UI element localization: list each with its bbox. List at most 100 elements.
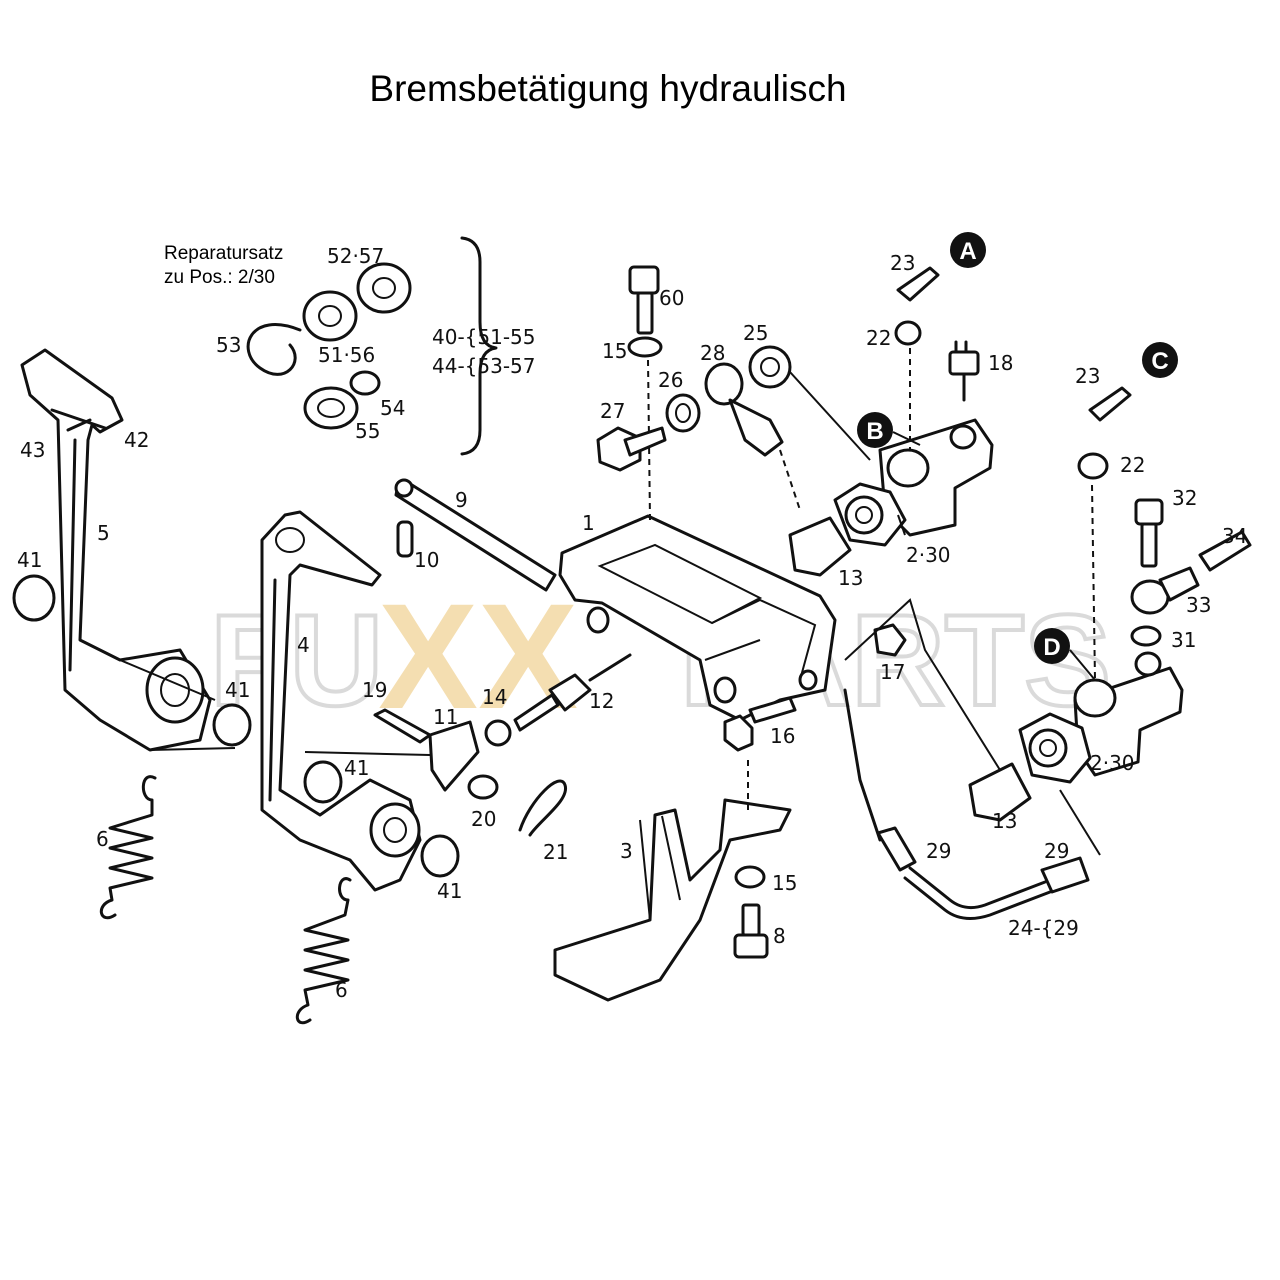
label-20: 20 bbox=[471, 807, 496, 831]
pin-10 bbox=[396, 520, 414, 558]
label-51-56: 51·56 bbox=[318, 343, 375, 367]
label-26: 26 bbox=[658, 368, 683, 392]
label-3: 3 bbox=[620, 839, 633, 863]
label-16: 16 bbox=[770, 724, 795, 748]
bolt-16 bbox=[723, 714, 754, 752]
label-22-b: 22 bbox=[1120, 453, 1145, 477]
label-18: 18 bbox=[988, 351, 1013, 375]
clip-21 bbox=[518, 779, 567, 837]
bushing-41-c bbox=[303, 760, 343, 804]
label-34: 34 bbox=[1222, 524, 1247, 548]
kit-group-44: 44-{53-57 bbox=[432, 354, 536, 378]
diagram-title: Bremsbetätigung hydraulisch bbox=[369, 68, 847, 109]
label-41-d: 41 bbox=[437, 879, 462, 903]
circuit-marker-a-letter: A bbox=[959, 238, 976, 265]
label-31: 31 bbox=[1171, 628, 1196, 652]
pushrod-parts bbox=[596, 345, 871, 511]
circuit-marker-c-letter: C bbox=[1151, 348, 1168, 375]
label-4: 4 bbox=[297, 633, 310, 657]
circuit-marker-b-letter: B bbox=[866, 418, 883, 445]
seal-51-56 bbox=[302, 290, 358, 342]
circuit-marker-b: B bbox=[857, 412, 921, 448]
washer-15-b bbox=[734, 865, 766, 889]
repair-kit-note-line2: zu Pos.: 2/30 bbox=[164, 267, 275, 288]
clevis-11 bbox=[428, 720, 480, 792]
brake-pedal-5 bbox=[12, 348, 252, 752]
label-29-a: 29 bbox=[926, 839, 951, 863]
label-6-a: 6 bbox=[96, 827, 109, 851]
master-cylinder-upper bbox=[788, 418, 994, 577]
master-cylinder-lower bbox=[968, 386, 1184, 822]
bushing-41-d bbox=[420, 834, 460, 878]
fitting-22-b bbox=[1077, 452, 1109, 480]
watermark-xx: XX bbox=[378, 572, 578, 740]
snap-ring-53 bbox=[246, 323, 302, 376]
label-25: 25 bbox=[743, 321, 768, 345]
bolt-assembly-32 bbox=[1130, 498, 1252, 647]
washer-25 bbox=[748, 345, 792, 389]
ring-55 bbox=[303, 386, 359, 430]
label-8: 8 bbox=[773, 924, 786, 948]
fitting-29-b bbox=[1040, 856, 1090, 894]
ring-54 bbox=[349, 370, 381, 396]
label-42: 42 bbox=[124, 428, 149, 452]
repair-kit-note: Reparatursatz zu Pos.: 2/30 bbox=[164, 242, 283, 290]
bushing-41-a bbox=[12, 574, 56, 622]
boot-13-a bbox=[788, 516, 852, 577]
clevis-28 bbox=[704, 362, 744, 406]
label-53: 53 bbox=[216, 333, 241, 357]
label-32: 32 bbox=[1172, 486, 1197, 510]
label-15-b: 15 bbox=[772, 871, 797, 895]
fitting-22-a bbox=[894, 320, 922, 346]
label-54: 54 bbox=[380, 396, 405, 420]
label-29-b: 29 bbox=[1044, 839, 1069, 863]
label-55: 55 bbox=[355, 419, 380, 443]
circuit-marker-d-letter: D bbox=[1043, 634, 1060, 661]
label-11: 11 bbox=[433, 705, 458, 729]
label-52-57: 52·57 bbox=[327, 244, 384, 268]
label-2-30-b: 2·30 bbox=[1090, 751, 1135, 775]
bracket-1 bbox=[558, 514, 837, 722]
label-9: 9 bbox=[455, 488, 468, 512]
label-13-b: 13 bbox=[992, 809, 1017, 833]
spring-6-a bbox=[100, 775, 157, 920]
repair-kit-note-line1: Reparatursatz bbox=[164, 243, 284, 264]
label-27: 27 bbox=[600, 399, 625, 423]
bushing-41-b bbox=[212, 703, 252, 747]
label-23-a: 23 bbox=[890, 251, 915, 275]
bracket-3 bbox=[553, 598, 1001, 1002]
seal-kit-parts bbox=[246, 262, 412, 430]
label-41-b: 41 bbox=[225, 678, 250, 702]
bleeder-34 bbox=[1198, 530, 1252, 572]
washer-15-a bbox=[627, 336, 663, 358]
return-springs bbox=[100, 775, 352, 1025]
boot-13-b bbox=[968, 762, 1032, 822]
seal-52-57 bbox=[356, 262, 412, 314]
label-28: 28 bbox=[700, 341, 725, 365]
switch-18 bbox=[948, 350, 980, 376]
bolt-8 bbox=[741, 903, 761, 937]
label-60: 60 bbox=[659, 286, 684, 310]
linkage-parts bbox=[304, 653, 632, 837]
label-6-b: 6 bbox=[335, 978, 348, 1002]
label-19: 19 bbox=[362, 678, 387, 702]
washer-20 bbox=[467, 774, 499, 800]
washer-26 bbox=[665, 393, 701, 433]
brake-line-24 bbox=[843, 688, 1101, 921]
nut-17 bbox=[873, 623, 907, 657]
label-23-b: 23 bbox=[1075, 364, 1100, 388]
kit-group-40: 40-{51-55 bbox=[432, 325, 536, 349]
brake-pedal-4 bbox=[260, 510, 460, 892]
label-12: 12 bbox=[589, 689, 614, 713]
label-13-a: 13 bbox=[838, 566, 863, 590]
label-2-30-a: 2·30 bbox=[906, 543, 951, 567]
label-33: 33 bbox=[1186, 593, 1211, 617]
label-41-c: 41 bbox=[344, 756, 369, 780]
fittings-upper bbox=[894, 266, 980, 450]
label-41-a: 41 bbox=[17, 548, 42, 572]
kit-brace bbox=[460, 236, 498, 456]
label-17: 17 bbox=[880, 660, 905, 684]
circuit-marker-a: A bbox=[950, 232, 986, 268]
